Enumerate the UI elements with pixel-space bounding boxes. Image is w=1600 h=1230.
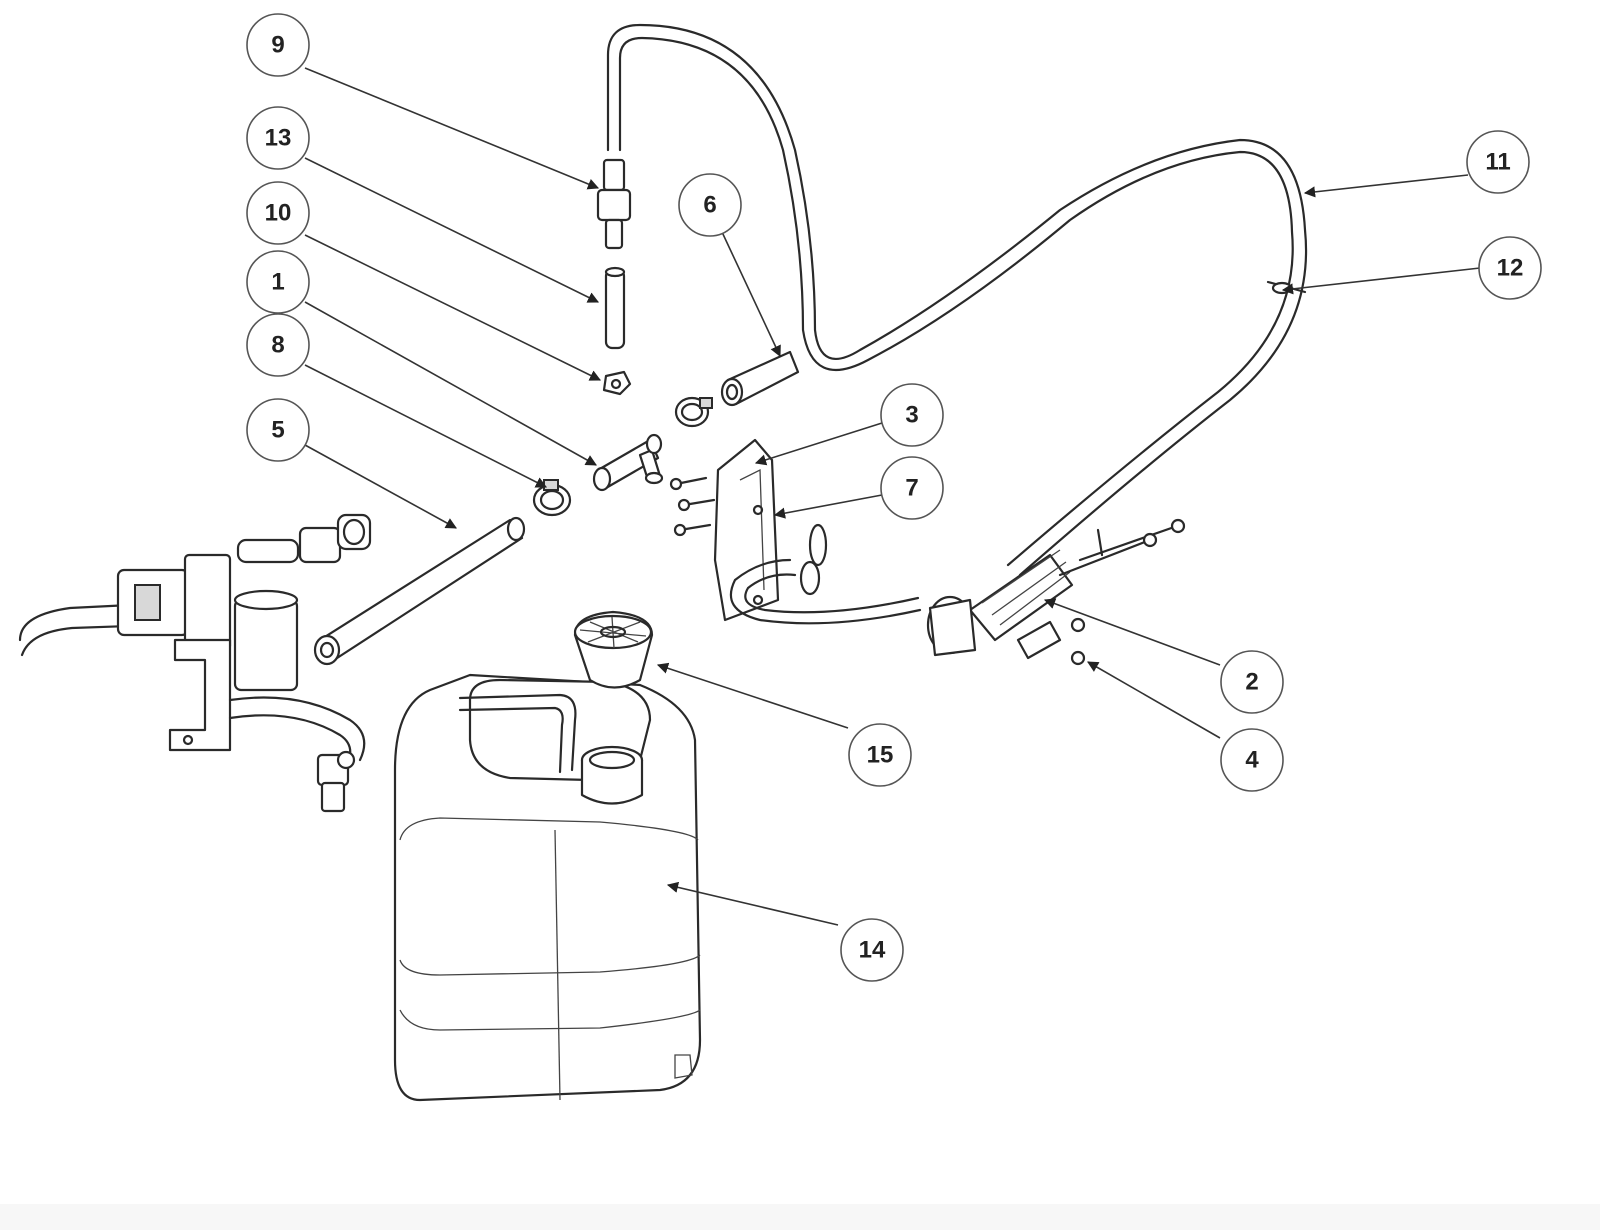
callout-label: 13 (265, 125, 292, 152)
leader-3 (754, 422, 883, 466)
screws-part-3 (669, 476, 716, 537)
callout-11: 11 (1466, 130, 1530, 194)
tube-part-13 (604, 266, 626, 350)
bottom-strip (0, 1204, 1600, 1230)
callout-label: 2 (1245, 669, 1258, 696)
nuts-part-4 (1070, 617, 1086, 666)
callout-12: 12 (1478, 236, 1542, 300)
leader-9 (304, 67, 600, 190)
callout-5: 5 (246, 398, 310, 462)
funnel-cap-part-15 (573, 610, 654, 689)
leader-14 (666, 881, 839, 926)
filter-assembly-part-2 (926, 518, 1186, 660)
callout-label: 15 (867, 742, 894, 769)
callout-label: 7 (905, 475, 918, 502)
leader-5 (304, 444, 457, 529)
callout-6: 6 (678, 173, 742, 237)
callout-8: 8 (246, 313, 310, 377)
callout-4: 4 (1220, 728, 1284, 792)
callout-2: 2 (1220, 650, 1284, 714)
hose-clamp-part-8 (532, 479, 572, 517)
hose-clamp-upper (674, 396, 713, 428)
leader-2 (1043, 598, 1221, 666)
valve-filter-assembly (18, 513, 372, 813)
callout-14: 14 (840, 918, 904, 982)
tube-part-11 (606, 23, 1308, 577)
leader-1 (304, 301, 597, 466)
callout-label: 9 (271, 32, 284, 59)
leader-6 (721, 231, 781, 358)
bracket-part-7 (713, 438, 922, 625)
callout-label: 12 (1497, 255, 1524, 282)
leader-13 (304, 157, 600, 303)
callout-3: 3 (880, 383, 944, 447)
hose-part-6 (720, 350, 800, 407)
callout-label: 10 (265, 200, 292, 227)
callout-9: 9 (246, 13, 310, 77)
connector-part-9 (596, 158, 632, 250)
callout-10: 10 (246, 181, 310, 245)
callout-7: 7 (880, 456, 944, 520)
leader-8 (304, 364, 547, 488)
nut-part-10 (602, 370, 632, 396)
leader-lines (304, 67, 1481, 926)
callout-label: 5 (271, 417, 284, 444)
callout-label: 8 (271, 332, 284, 359)
callout-label: 4 (1245, 747, 1259, 774)
leader-15 (656, 662, 849, 729)
leader-11 (1303, 174, 1469, 198)
callout-label: 3 (905, 402, 918, 429)
callout-label: 1 (271, 269, 284, 296)
jerry-can-part-14 (393, 673, 702, 1102)
callout-13: 13 (246, 106, 310, 170)
tee-fitting-part-1 (592, 433, 664, 492)
leader-12 (1281, 267, 1481, 295)
callout-label: 14 (859, 937, 886, 964)
leader-4 (1087, 661, 1221, 739)
callout-label: 6 (703, 192, 716, 219)
callout-1: 1 (246, 250, 310, 314)
leader-7 (773, 494, 883, 519)
hose-part-5 (313, 516, 526, 666)
callout-15: 15 (848, 723, 912, 787)
leader-10 (304, 234, 602, 381)
callout-label: 11 (1485, 149, 1510, 176)
